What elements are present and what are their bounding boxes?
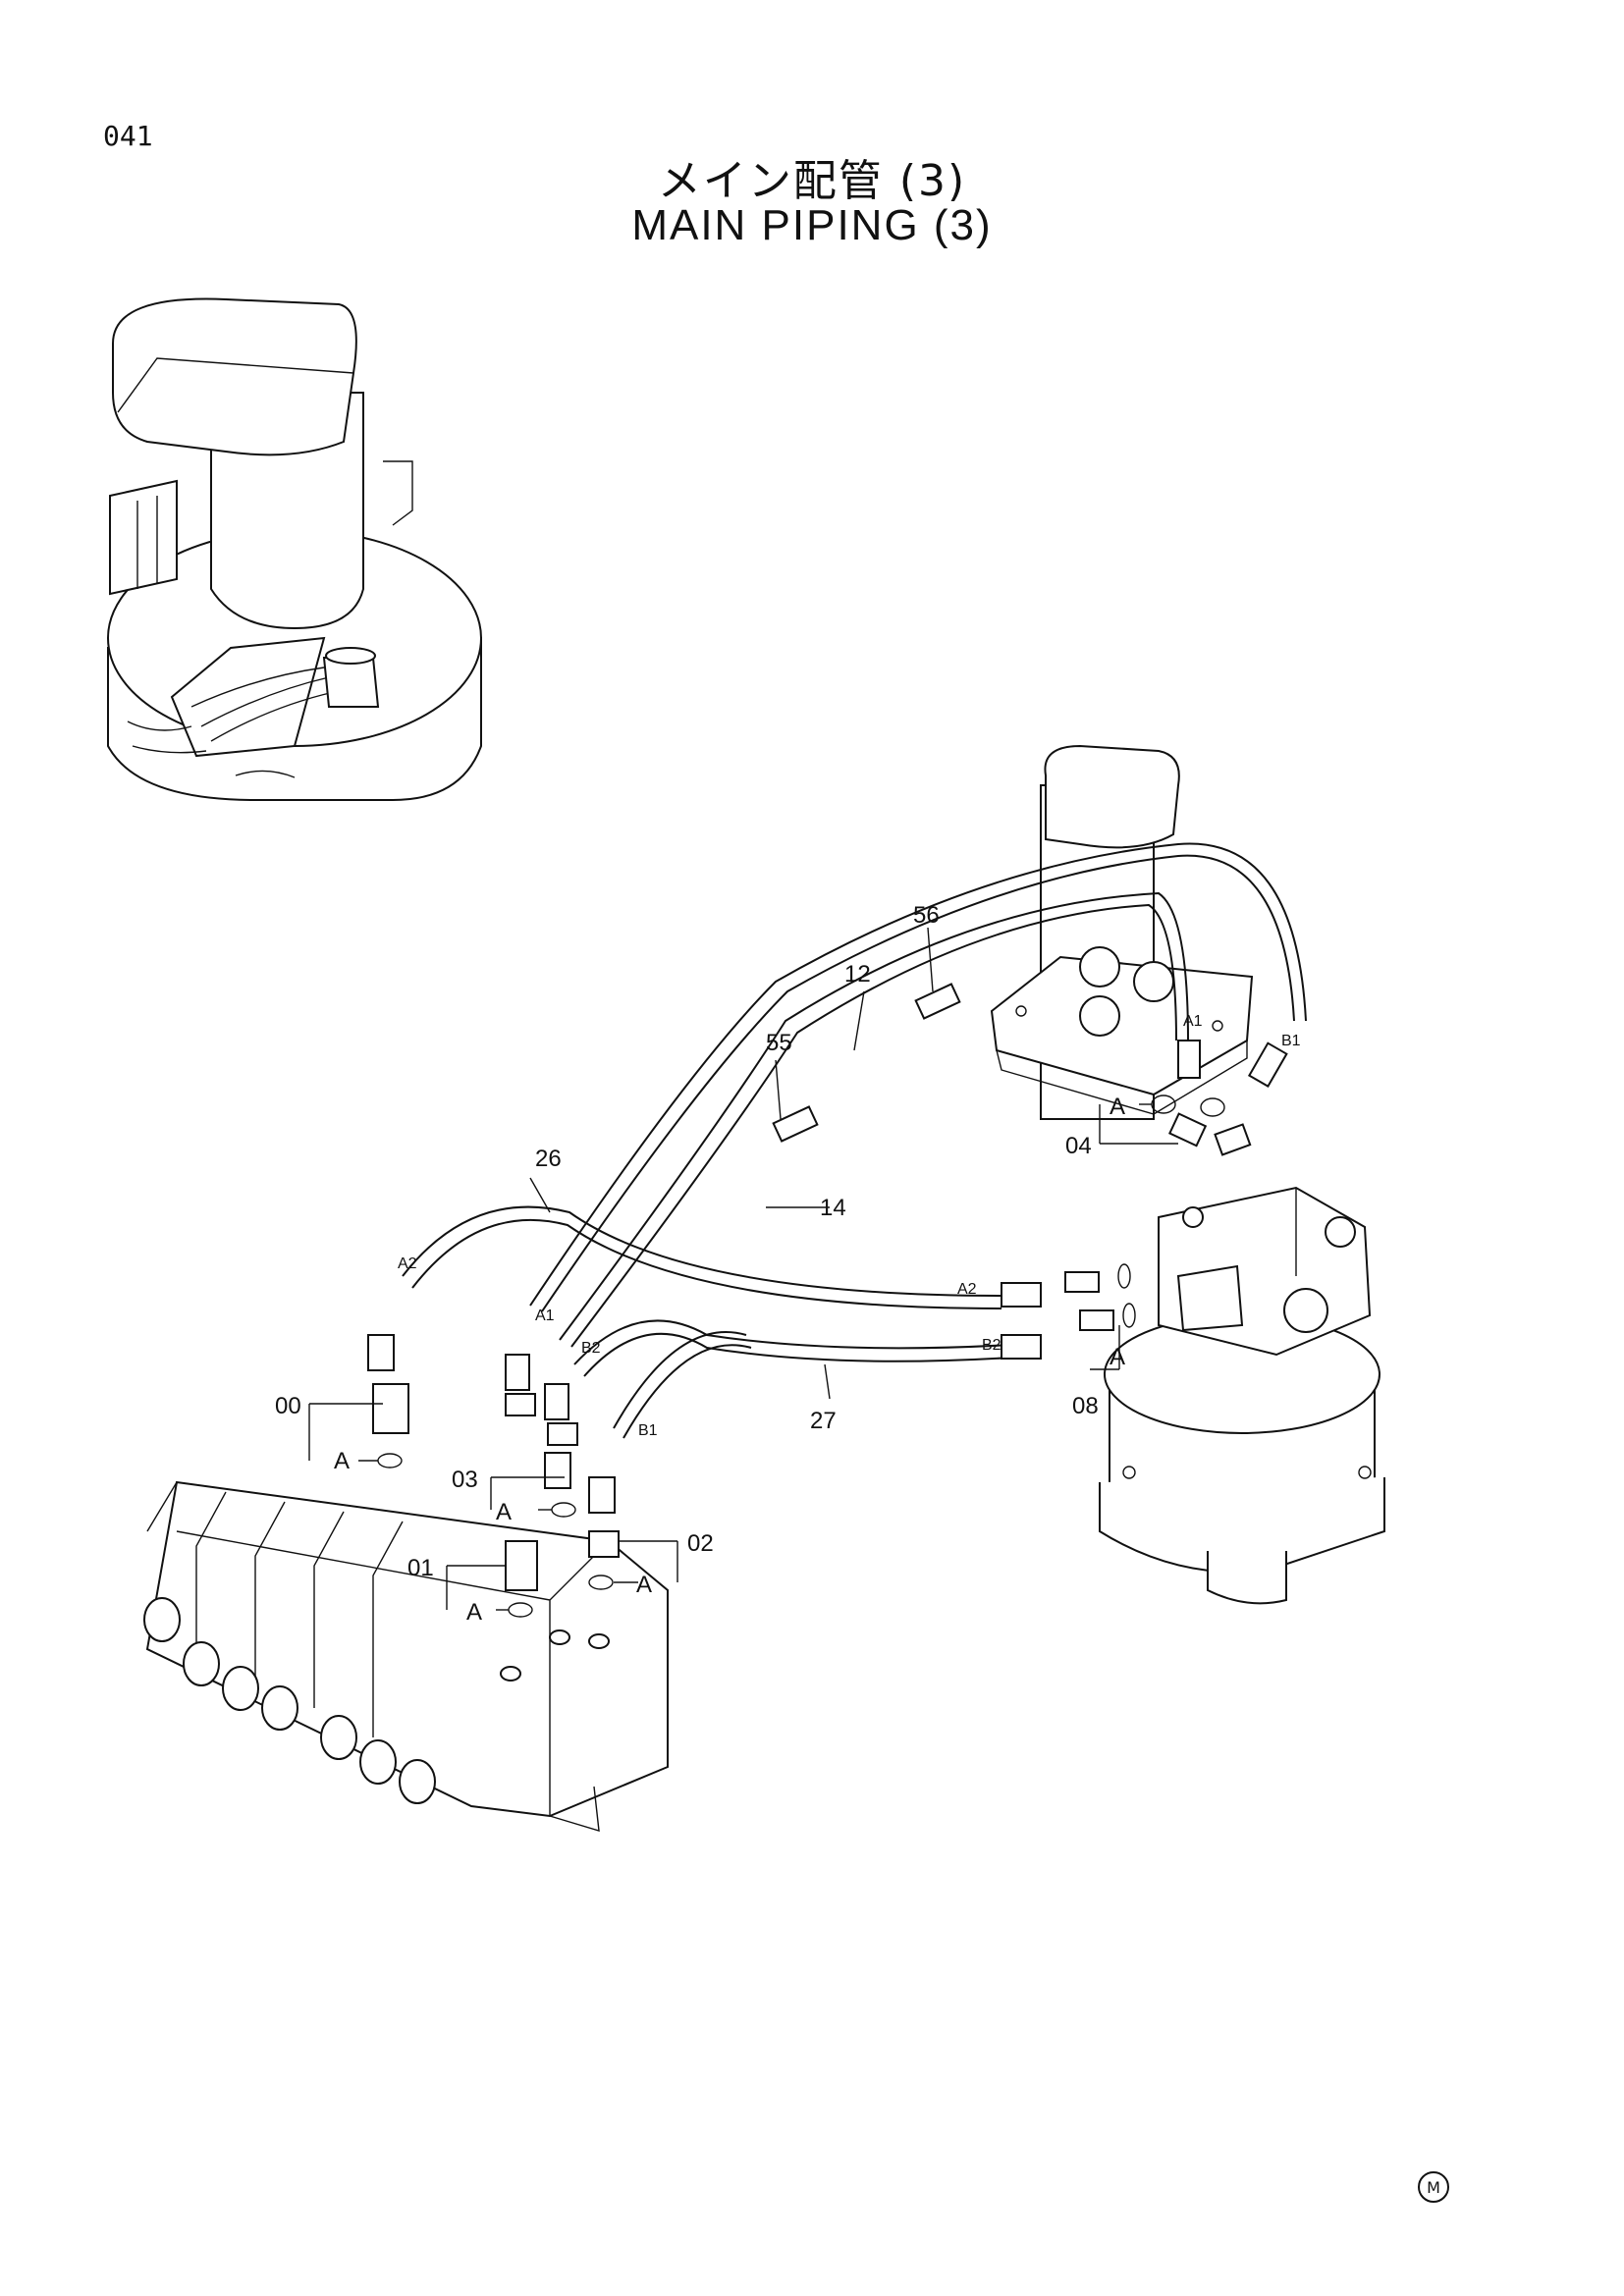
- page-number: 041: [103, 120, 153, 152]
- title-japanese: メイン配管 (3): [657, 156, 967, 206]
- port-label-motor-a1: A1: [1183, 1013, 1203, 1030]
- callout-56: 56: [913, 902, 940, 929]
- callout-03: 03: [452, 1467, 478, 1493]
- corner-mark: M: [1418, 2171, 1449, 2203]
- callout-12: 12: [844, 961, 871, 988]
- leader-lines: [308, 927, 1178, 1611]
- callout-26: 26: [535, 1146, 562, 1172]
- callout-02: 02: [687, 1530, 714, 1557]
- port-label-swing-a2: A2: [957, 1281, 977, 1298]
- detail-mark-a-00: A: [334, 1448, 350, 1474]
- port-label-swing-b2: B2: [982, 1337, 1001, 1354]
- detail-mark-a-02: A: [636, 1572, 652, 1598]
- motor-fittings: [1001, 1040, 1288, 1360]
- callout-04: 04: [1065, 1133, 1092, 1159]
- detail-mark-a-03: A: [496, 1499, 512, 1525]
- port-label-valve-b2: B2: [581, 1340, 601, 1357]
- callout-08: 08: [1072, 1393, 1099, 1419]
- callout-55: 55: [766, 1030, 792, 1056]
- travel-motor-top: [990, 744, 1254, 1120]
- callout-14: 14: [820, 1195, 846, 1221]
- port-label-valve-a1: A1: [535, 1308, 555, 1324]
- port-label-valve-a2: A2: [398, 1255, 417, 1272]
- detail-mark-a-04: A: [1110, 1094, 1125, 1120]
- valve-fittings: [367, 1334, 620, 1618]
- callout-01: 01: [407, 1555, 434, 1581]
- swing-motor: [1099, 1186, 1385, 1605]
- machine-overview-illustration: [107, 297, 482, 801]
- clamp-56: [914, 983, 961, 1020]
- callout-27: 27: [810, 1408, 837, 1434]
- port-label-valve-b1: B1: [638, 1422, 658, 1439]
- title-english: MAIN PIPING (3): [631, 201, 993, 249]
- hoses: [402, 842, 1307, 1439]
- callout-00: 00: [275, 1393, 301, 1419]
- clamp-55: [772, 1105, 819, 1143]
- port-label-motor-b1: B1: [1281, 1033, 1301, 1049]
- detail-mark-a-08: A: [1110, 1344, 1125, 1370]
- detail-mark-a-01: A: [466, 1599, 482, 1626]
